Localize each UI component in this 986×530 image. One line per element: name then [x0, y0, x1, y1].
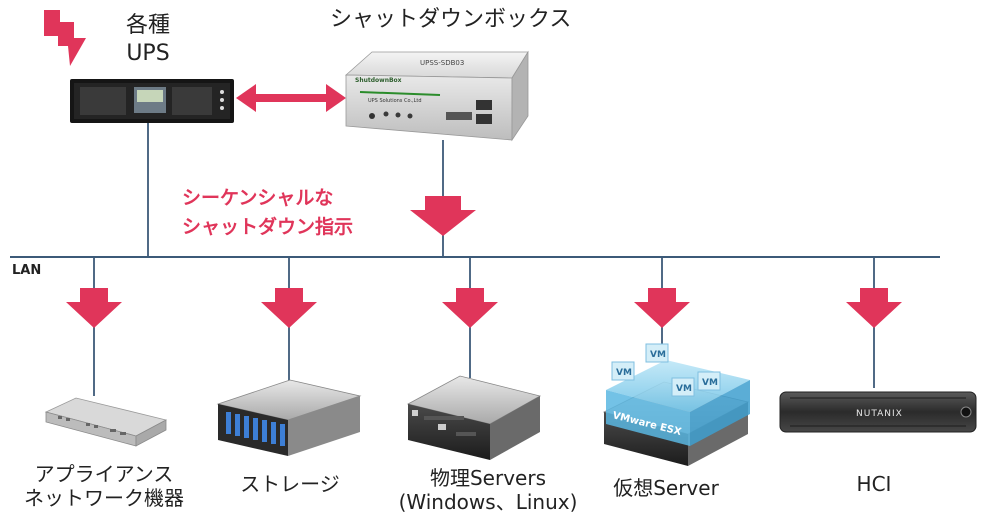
- shutdown-box-device: ShutdownBox UPSS-SDB03 UPS Solutions Co.…: [344, 50, 529, 142]
- nutanix-label: NUTANIX: [856, 409, 903, 419]
- down-arrow-icon: [66, 288, 122, 328]
- down-arrow-icon: [442, 288, 498, 328]
- device-label-line2: ネットワーク機器: [24, 486, 184, 510]
- down-arrow-icon: [410, 196, 476, 236]
- device-label-line1: HCI: [856, 472, 892, 496]
- vm-label: VM: [650, 350, 666, 360]
- network-appliance-icon: [44, 397, 168, 447]
- instruction-line1: シーケンシャルな: [182, 187, 334, 209]
- device-label-line1: ストレージ: [240, 472, 340, 496]
- storage-array-icon: [216, 379, 362, 456]
- device-label-appliance: アプライアンス ネットワーク機器: [14, 462, 194, 510]
- hci-appliance-icon: NUTANIX: [779, 391, 977, 433]
- ups-device: [70, 79, 234, 123]
- device-label-line1: 物理Servers: [429, 466, 546, 490]
- ups-label-line2: UPS: [126, 40, 170, 66]
- down-arrow-icon: [261, 288, 317, 328]
- lightning-icon: [44, 10, 86, 66]
- instruction-line2: シャットダウン指示: [182, 215, 354, 238]
- connector-lines: [93, 123, 875, 396]
- device-label-storage: ストレージ: [228, 472, 352, 496]
- down-arrow-icon: [634, 288, 690, 328]
- device-label-line2: (Windows、Linux): [398, 490, 578, 514]
- device-label-hci: HCI: [834, 472, 914, 496]
- shutdown-box-title: シャットダウンボックス: [330, 7, 572, 32]
- vm-label: VM: [702, 378, 718, 388]
- virtual-server-icon: VM VM VM VM VMware ESX: [602, 343, 750, 466]
- lan-label: LAN: [12, 263, 42, 278]
- device-label-virtual-server: 仮想Server: [606, 476, 726, 500]
- device-label-physical-servers: 物理Servers (Windows、Linux): [398, 466, 578, 514]
- vm-label: VM: [676, 384, 692, 394]
- physical-server-icon: [406, 375, 542, 460]
- shutdown-box-brand-text: ShutdownBox: [355, 77, 402, 84]
- device-label-line1: アプライアンス: [34, 462, 174, 486]
- down-arrow-icon: [846, 288, 902, 328]
- shutdown-box-maker-text: UPS Solutions Co.,Ltd: [368, 98, 422, 104]
- bidirectional-arrow-icon: [236, 84, 346, 112]
- vm-label: VM: [616, 368, 632, 378]
- ups-label: 各種 UPS: [126, 12, 170, 67]
- shutdown-box-model-text: UPSS-SDB03: [420, 59, 464, 67]
- ups-label-line1: 各種: [126, 13, 171, 38]
- shutdown-instruction: シーケンシャルな シャットダウン指示: [182, 184, 353, 241]
- device-label-line1: 仮想Server: [613, 476, 719, 500]
